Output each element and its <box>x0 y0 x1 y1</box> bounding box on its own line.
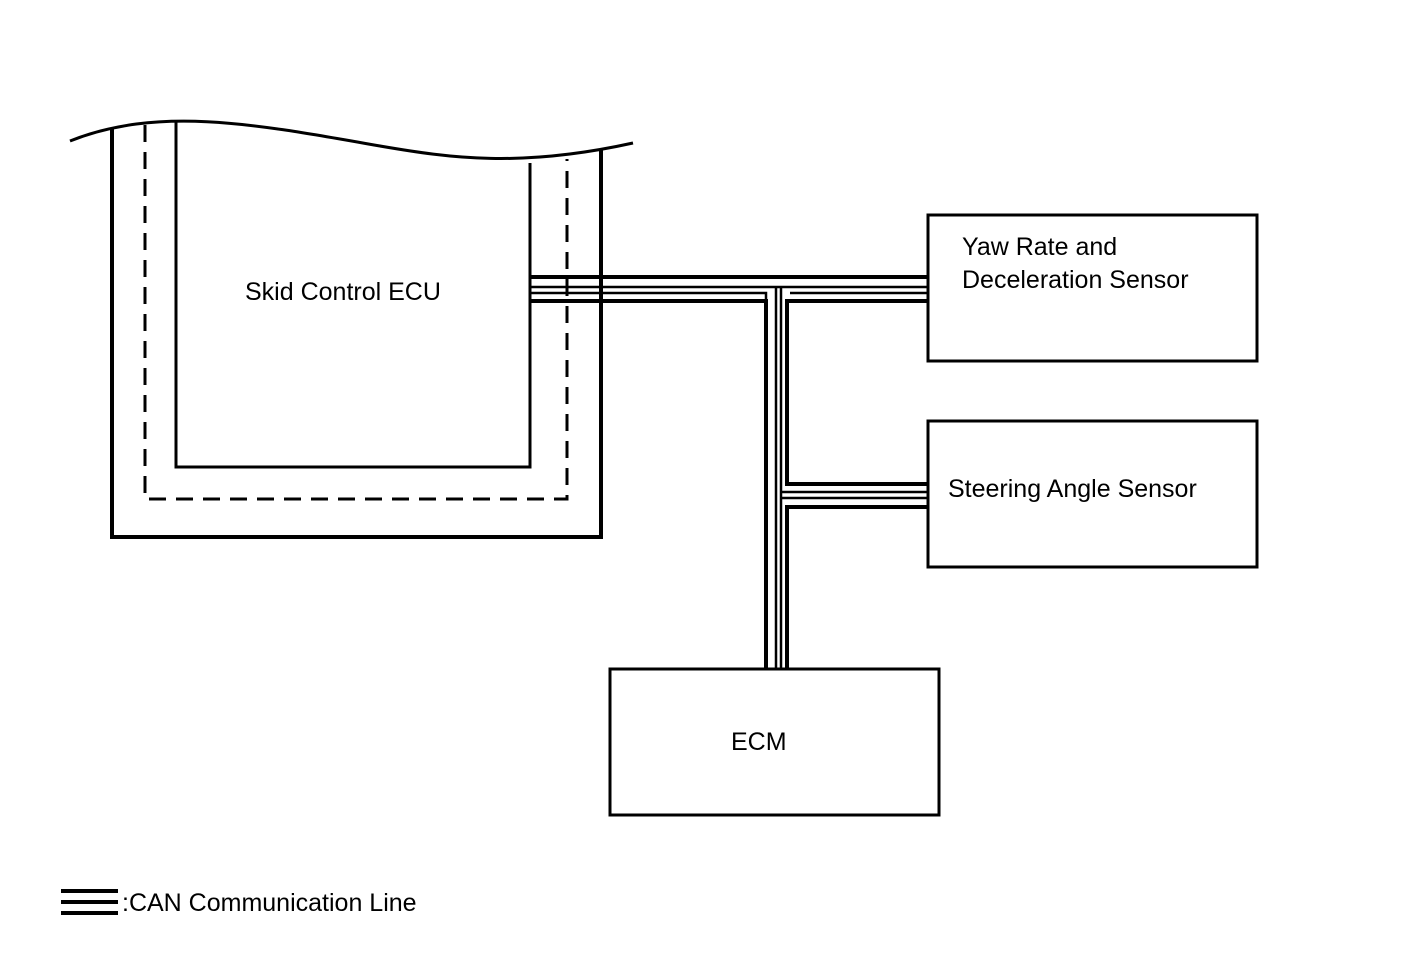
ecm-label: ECM <box>731 728 787 756</box>
skid-control-ecu-enclosure <box>69 119 634 539</box>
can-line-inner-b <box>530 291 928 669</box>
can-line-yaw-lower <box>785 299 928 486</box>
can-line-lower-left <box>530 299 768 669</box>
can-line-steer-lower <box>785 505 928 669</box>
legend-can-line-symbol <box>61 889 118 915</box>
ecm-box <box>608 667 941 817</box>
ecu-shield-dashed <box>143 125 569 501</box>
can-bus-lines <box>530 275 928 669</box>
yaw-rate-label-line1: Yaw Rate and <box>962 233 1117 261</box>
legend: :CAN Communication Line <box>61 889 417 917</box>
ecu-outer-wall <box>110 128 603 539</box>
yaw-rate-label-line2: Deceleration Sensor <box>962 266 1189 294</box>
legend-label: :CAN Communication Line <box>122 889 417 917</box>
skid-control-ecu-label: Skid Control ECU <box>245 278 441 306</box>
steering-angle-sensor-box <box>926 419 1259 569</box>
ecu-cutaway-curve <box>69 119 634 160</box>
yaw-rate-sensor-box <box>926 213 1259 363</box>
ecu-inner-box <box>174 121 532 469</box>
steering-angle-sensor-label: Steering Angle Sensor <box>948 475 1197 503</box>
